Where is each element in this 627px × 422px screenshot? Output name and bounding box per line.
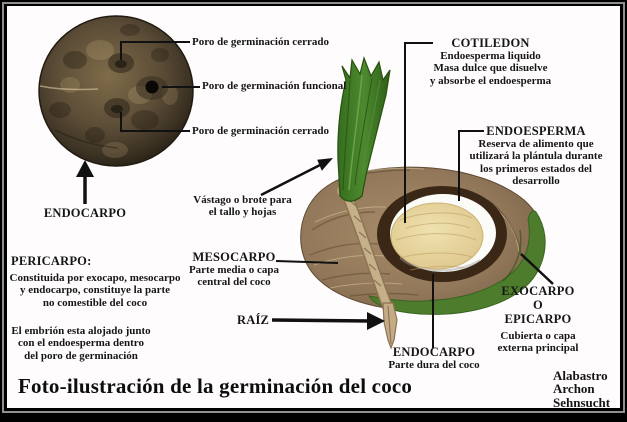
vastago-line: Vástago o brote para bbox=[193, 194, 292, 206]
credit-line: Archon bbox=[553, 381, 595, 397]
mesocarp-line: central del coco bbox=[197, 276, 271, 289]
endoesperma-line: utilizará la plántula durante bbox=[469, 150, 603, 163]
label-endocarp-whole: ENDOCARPO bbox=[43, 206, 127, 220]
germination-pore-closed-top bbox=[108, 53, 134, 73]
cotiledon-line: Masa dulce que disuelve bbox=[433, 62, 548, 75]
exocarp-green-layer bbox=[368, 210, 546, 315]
cotiledon-line: y absorbe el endoesperma bbox=[429, 74, 552, 87]
raiz-arrowhead bbox=[367, 312, 385, 330]
endoesperma-line: los primeros estados del bbox=[480, 162, 592, 175]
pore-top-pointer-line bbox=[120, 41, 190, 60]
embryo-note-line: del poro de germinación bbox=[24, 349, 138, 362]
germination-pore-closed-bottom bbox=[104, 98, 130, 118]
embryo-note-line: con el endoesperma dentro bbox=[18, 337, 144, 350]
endocarp-section-line: Parte dura del coco bbox=[388, 359, 480, 371]
label-mesocarp: MESOCARPO Parte media o capa central del… bbox=[155, 250, 313, 289]
credit-line: Sehnsucht bbox=[553, 394, 611, 410]
pericarp-note-line: y endocarpo, constituye la parte bbox=[19, 284, 170, 297]
endoesperma-line: Reserva de alimento que bbox=[478, 138, 594, 150]
label-endocarp-section: ENDOCARPO Parte dura del coco bbox=[355, 345, 513, 371]
pericarp-note-line: Constituida por exocapo, mesocarpo bbox=[9, 272, 181, 284]
endoesperma-line: desarrollo bbox=[512, 174, 560, 187]
exocarp-heading-line: EPICARPO bbox=[504, 312, 572, 326]
pericarp-note-body: Constituida por exocapo, mesocarpo y end… bbox=[4, 272, 186, 309]
label-endoesperma: ENDOESPERMA Reserva de alimento que util… bbox=[455, 124, 617, 187]
label-exocarp: EXOCARPO O EPICARPO Cubierta o capa exte… bbox=[468, 284, 608, 355]
credit-line: Alabastro bbox=[553, 368, 608, 383]
germination-pore-functional bbox=[136, 76, 168, 100]
embryo-note-body: El embrión esta alojado junto con el end… bbox=[2, 325, 160, 362]
raiz-arrow-line bbox=[271, 318, 371, 323]
pericarp-note-heading: PERICARPO: bbox=[11, 254, 92, 268]
cotiledon-heading: COTILEDON bbox=[451, 36, 530, 50]
vastago-line: el tallo y hojas bbox=[208, 206, 277, 219]
pericarp-note-line: no comestible del coco bbox=[42, 296, 148, 309]
exocarp-pointer-line bbox=[520, 253, 554, 285]
frame-stripe bbox=[2, 2, 625, 413]
pointer-lines bbox=[76, 41, 554, 348]
endosperm-mass bbox=[390, 202, 484, 270]
mesocarp-line: Parte media o capa bbox=[188, 264, 280, 276]
sprout-illustration bbox=[337, 56, 391, 202]
pore-bottom-pointer-line bbox=[120, 112, 190, 132]
exocarp-line: Cubierta o capa bbox=[500, 330, 576, 342]
page-title: Foto-ilustración de la germinación del c… bbox=[18, 374, 413, 398]
vastago-arrowhead bbox=[317, 158, 333, 171]
cotiledon-line: Endoesperma liquido bbox=[440, 50, 541, 62]
vastago-pointer-line bbox=[260, 161, 325, 197]
coconut-cross-section-illustration bbox=[300, 56, 546, 350]
root-strand bbox=[340, 186, 398, 350]
mesocarp-heading: MESOCARPO bbox=[192, 250, 276, 264]
endoesperma-heading: ENDOESPERMA bbox=[486, 124, 586, 138]
mesocarp-pointer-line bbox=[275, 260, 339, 264]
label-pore-closed-top: Poro de germinación cerrado bbox=[192, 36, 329, 48]
label-pore-functional: Poro de germinación funcional bbox=[202, 80, 347, 92]
endocarp-up-arrowhead bbox=[76, 160, 94, 177]
label-raiz: RAÍZ bbox=[237, 313, 270, 327]
endocarp-section-heading: ENDOCARPO bbox=[392, 345, 476, 359]
label-vastago: Vástago o brote para el tallo y hojas bbox=[165, 194, 320, 219]
label-cotiledon: COTILEDON Endoesperma liquido Masa dulce… bbox=[409, 36, 572, 87]
endoesperma-bracket-line bbox=[458, 130, 484, 201]
cotiledon-bracket-line bbox=[404, 42, 433, 223]
exocarp-heading-line: EXOCARPO bbox=[501, 284, 575, 298]
embryo-note-line: El embrión esta alojado junto bbox=[11, 325, 151, 337]
credit-block: Alabastro Archon Sehnsucht bbox=[553, 369, 610, 409]
whole-coconut-illustration bbox=[38, 15, 194, 167]
exocarp-line: externa principal bbox=[497, 342, 579, 355]
label-pore-closed-bottom: Poro de germinación cerrado bbox=[192, 125, 329, 137]
exocarp-heading-line: O bbox=[533, 298, 543, 312]
